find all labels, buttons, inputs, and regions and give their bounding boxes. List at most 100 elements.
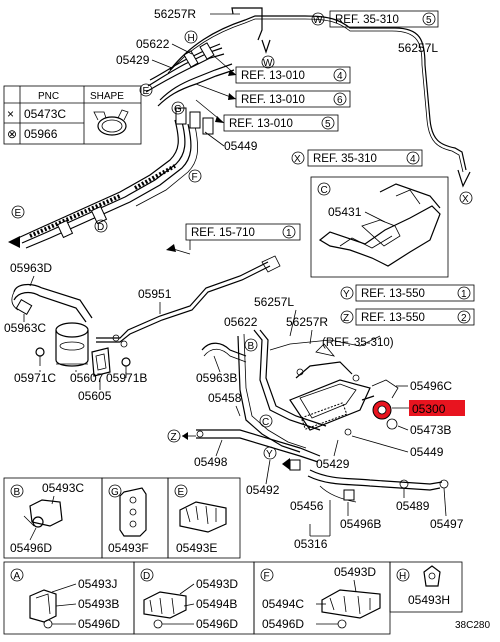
part-05496B: 05496B <box>340 517 381 531</box>
part-05971B: 05971B <box>106 371 147 385</box>
pnc-table: PNC SHAPE × 05473C ⊗ 05966 <box>3 85 142 145</box>
part-56257R-top: 56257R <box>154 7 196 21</box>
part-05951: 05951 <box>138 287 172 301</box>
part-05498: 05498 <box>194 455 228 469</box>
part-05431: 05431 <box>328 205 362 219</box>
svg-text:X: X <box>462 194 469 205</box>
part-05605: 05605 <box>78 389 112 403</box>
inset-A-part-05493B: 05493B <box>78 597 119 611</box>
svg-text:D: D <box>143 571 150 582</box>
shape-header: SHAPE <box>90 91 124 102</box>
callout-Z: Z <box>340 310 354 324</box>
svg-text:1: 1 <box>286 228 292 239</box>
pnc-row1-value: 05473C <box>24 107 66 121</box>
svg-text:D: D <box>97 222 104 233</box>
part-05316: 05316 <box>294 537 328 551</box>
part-05429-top: 05429 <box>116 53 150 67</box>
ref-15-710-1: REF. 15-710 1 <box>185 223 301 241</box>
diagram-code: 38C280 <box>455 620 490 631</box>
ref-35-310-4: REF. 35-310 4 <box>307 149 423 167</box>
svg-text:B: B <box>14 487 21 498</box>
part-56257L-top: 56257L <box>398 41 438 55</box>
part-05458: 05458 <box>208 391 242 405</box>
pnc-row2-value: 05966 <box>24 127 58 141</box>
svg-text:W: W <box>313 15 323 26</box>
svg-text:G: G <box>174 104 182 115</box>
callout-G-top: G <box>171 101 185 115</box>
svg-text:Z: Z <box>171 432 177 443</box>
svg-text:X: X <box>294 154 301 165</box>
part-05492: 05492 <box>246 483 280 497</box>
svg-text:REF. 13-010: REF. 13-010 <box>241 94 305 106</box>
center-assembly: B <box>201 329 399 453</box>
part-05622-mid: 05622 <box>224 315 258 329</box>
svg-text:E: E <box>15 208 22 219</box>
abs-assembly <box>11 255 281 377</box>
part-05497: 05497 <box>430 517 464 531</box>
ref-13-550-2: REF. 13-550 2 <box>355 308 475 326</box>
callout-Y: Y <box>340 286 354 300</box>
pnc-header: PNC <box>38 91 59 102</box>
inset-F-part-05496D: 05496D <box>262 617 304 631</box>
part-05300-label-highlight <box>409 400 465 416</box>
inset-box-H: H 05493H <box>389 561 463 613</box>
part-05489: 05489 <box>396 499 430 513</box>
svg-text:Y: Y <box>343 289 350 300</box>
callout-C-mid: C <box>259 414 273 428</box>
inset-H-part-05493H: 05493H <box>408 593 450 607</box>
inset-box-C: C 05431 <box>310 176 449 278</box>
callout-Z-left: Z <box>167 429 181 443</box>
inset-E-part-05493E: 05493E <box>176 541 217 555</box>
svg-text:A: A <box>14 571 21 582</box>
ref-13-010-4: REF. 13-010 4 <box>235 66 351 84</box>
inset-D-part-05493D: 05493D <box>196 577 238 591</box>
inset-A-part-05496D: 05496D <box>78 617 120 631</box>
svg-text:1: 1 <box>461 289 467 300</box>
callout-D-left: D <box>94 219 108 233</box>
part-05456: 05456 <box>290 499 324 513</box>
inset-B-part-05496D: 05496D <box>10 541 52 555</box>
svg-text:H: H <box>188 33 195 44</box>
part-56257R-mid: 56257R <box>286 315 328 329</box>
part-05963C: 05963C <box>4 321 46 335</box>
callout-X: X <box>291 151 305 165</box>
inset-box-D: D 05493D 05494B 05496D <box>133 561 255 635</box>
inset-F-part-05494C: 05494C <box>262 597 304 611</box>
part-56257L-mid: 56257L <box>254 295 294 309</box>
part-05300: 05300 <box>412 402 446 416</box>
callout-X-arrow: X <box>459 191 473 205</box>
part-05473B: 05473B <box>410 423 451 437</box>
brake-lines-lower <box>196 429 449 503</box>
svg-text:REF. 13-550: REF. 13-550 <box>361 288 425 300</box>
part-05963D: 05963D <box>10 261 52 275</box>
callout-F-top: F <box>188 169 202 183</box>
ref-13-010-6: REF. 13-010 6 <box>235 90 351 108</box>
brake-lines-upper <box>8 7 471 249</box>
svg-text:REF. 15-710: REF. 15-710 <box>191 227 255 239</box>
inset-box-B: B 05493C 05496D <box>3 477 103 559</box>
svg-text:C: C <box>262 417 269 428</box>
part-05449-top: 05449 <box>224 139 258 153</box>
part-05429-mid: 05429 <box>316 457 350 471</box>
svg-text:2: 2 <box>461 313 467 324</box>
svg-text:F: F <box>192 172 198 183</box>
part-05971C: 05971C <box>14 371 56 385</box>
svg-text:REF. 13-010: REF. 13-010 <box>229 118 293 130</box>
inset-B-part-05493C: 05493C <box>42 481 84 495</box>
svg-text:REF. 13-010: REF. 13-010 <box>241 70 305 82</box>
inset-D-part-05496D: 05496D <box>196 617 238 631</box>
svg-text:REF. 35-310: REF. 35-310 <box>335 14 399 26</box>
ref-13-010-5: REF. 13-010 5 <box>223 114 339 132</box>
part-05496C: 05496C <box>410 379 452 393</box>
part-05963B: 05963B <box>196 371 237 385</box>
svg-text:Z: Z <box>343 313 349 324</box>
pnc-row1-symbol: × <box>7 107 14 121</box>
inset-box-E: E 05493E <box>167 477 241 559</box>
callout-E-top: E <box>139 83 153 97</box>
svg-text:4: 4 <box>337 71 343 82</box>
svg-text:5: 5 <box>325 119 331 130</box>
svg-text:H: H <box>399 571 406 582</box>
svg-text:REF. 13-550: REF. 13-550 <box>361 312 425 324</box>
pnc-row2-symbol: ⊗ <box>7 127 17 141</box>
